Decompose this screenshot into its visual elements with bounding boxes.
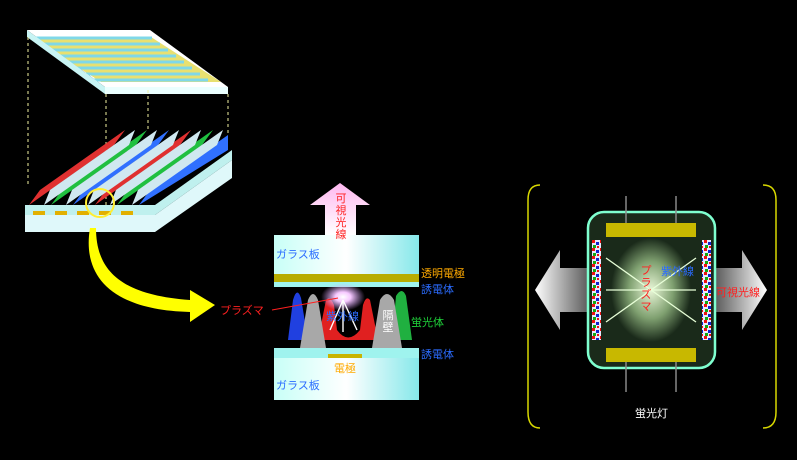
- light-arrow-left: [535, 250, 596, 330]
- fluorescent-lamp: [527, 184, 777, 429]
- glass-plate-bottom: [274, 358, 419, 400]
- visible-light-label: 可視光線: [335, 192, 347, 241]
- plasma-label: プラズマ: [220, 304, 264, 317]
- lamp-phosphor-right: [702, 240, 711, 340]
- plasma-pointer: [271, 297, 339, 311]
- panel-isometric: [25, 30, 232, 232]
- lamp-electrode-top: [606, 223, 696, 237]
- rear-glass-plate: [25, 160, 232, 232]
- address-electrodes: [33, 211, 133, 215]
- zoom-arrow: [88, 228, 215, 322]
- lamp-leads: [625, 196, 677, 392]
- glass-bottom-label: ガラス板: [276, 379, 320, 392]
- bracket-right: [762, 184, 777, 429]
- dielectric-top-label: 誘電体: [421, 283, 454, 296]
- glass-top-label: ガラス板: [276, 248, 320, 261]
- dielectric-layer-bottom: [274, 348, 419, 358]
- uv-label: 紫外線: [326, 310, 359, 323]
- pdp-cell: [271, 183, 419, 400]
- barrier-rib-right: [372, 294, 402, 348]
- light-arrow-right: [708, 250, 767, 330]
- dielectric-bottom-label: 誘電体: [421, 348, 454, 361]
- visible-light-arrow: [310, 183, 370, 235]
- zoom-circle: [85, 188, 115, 218]
- electrode-label: 電極: [334, 362, 356, 375]
- bracket-left: [527, 184, 541, 429]
- lamp-uv-label: 紫外線: [661, 265, 694, 278]
- lamp-visible-light-label: 可視光線: [716, 286, 760, 299]
- front-glass-plate: [27, 30, 228, 94]
- phosphor-ribs: [29, 130, 228, 205]
- phosphor-label: 蛍光体: [411, 316, 444, 329]
- phosphor-blue: [288, 292, 308, 340]
- address-electrode: [328, 354, 362, 360]
- glass-plate-top: [274, 235, 419, 277]
- lamp-phosphor-left: [592, 240, 601, 340]
- uv-arrows: [329, 299, 358, 332]
- lamp-uv-arrows: [605, 257, 697, 323]
- lamp-electrode-bottom: [606, 348, 696, 362]
- barrier-label: 隔壁: [382, 309, 394, 334]
- transparent-electrode: [274, 274, 419, 282]
- barrier-rib-left: [300, 294, 326, 348]
- transparent-electrode-label: 透明電極: [421, 267, 465, 280]
- lamp-caption: 蛍光灯: [635, 407, 668, 420]
- plasma-glow: [321, 283, 365, 311]
- lamp-plasma-label: プラズマ: [640, 264, 652, 313]
